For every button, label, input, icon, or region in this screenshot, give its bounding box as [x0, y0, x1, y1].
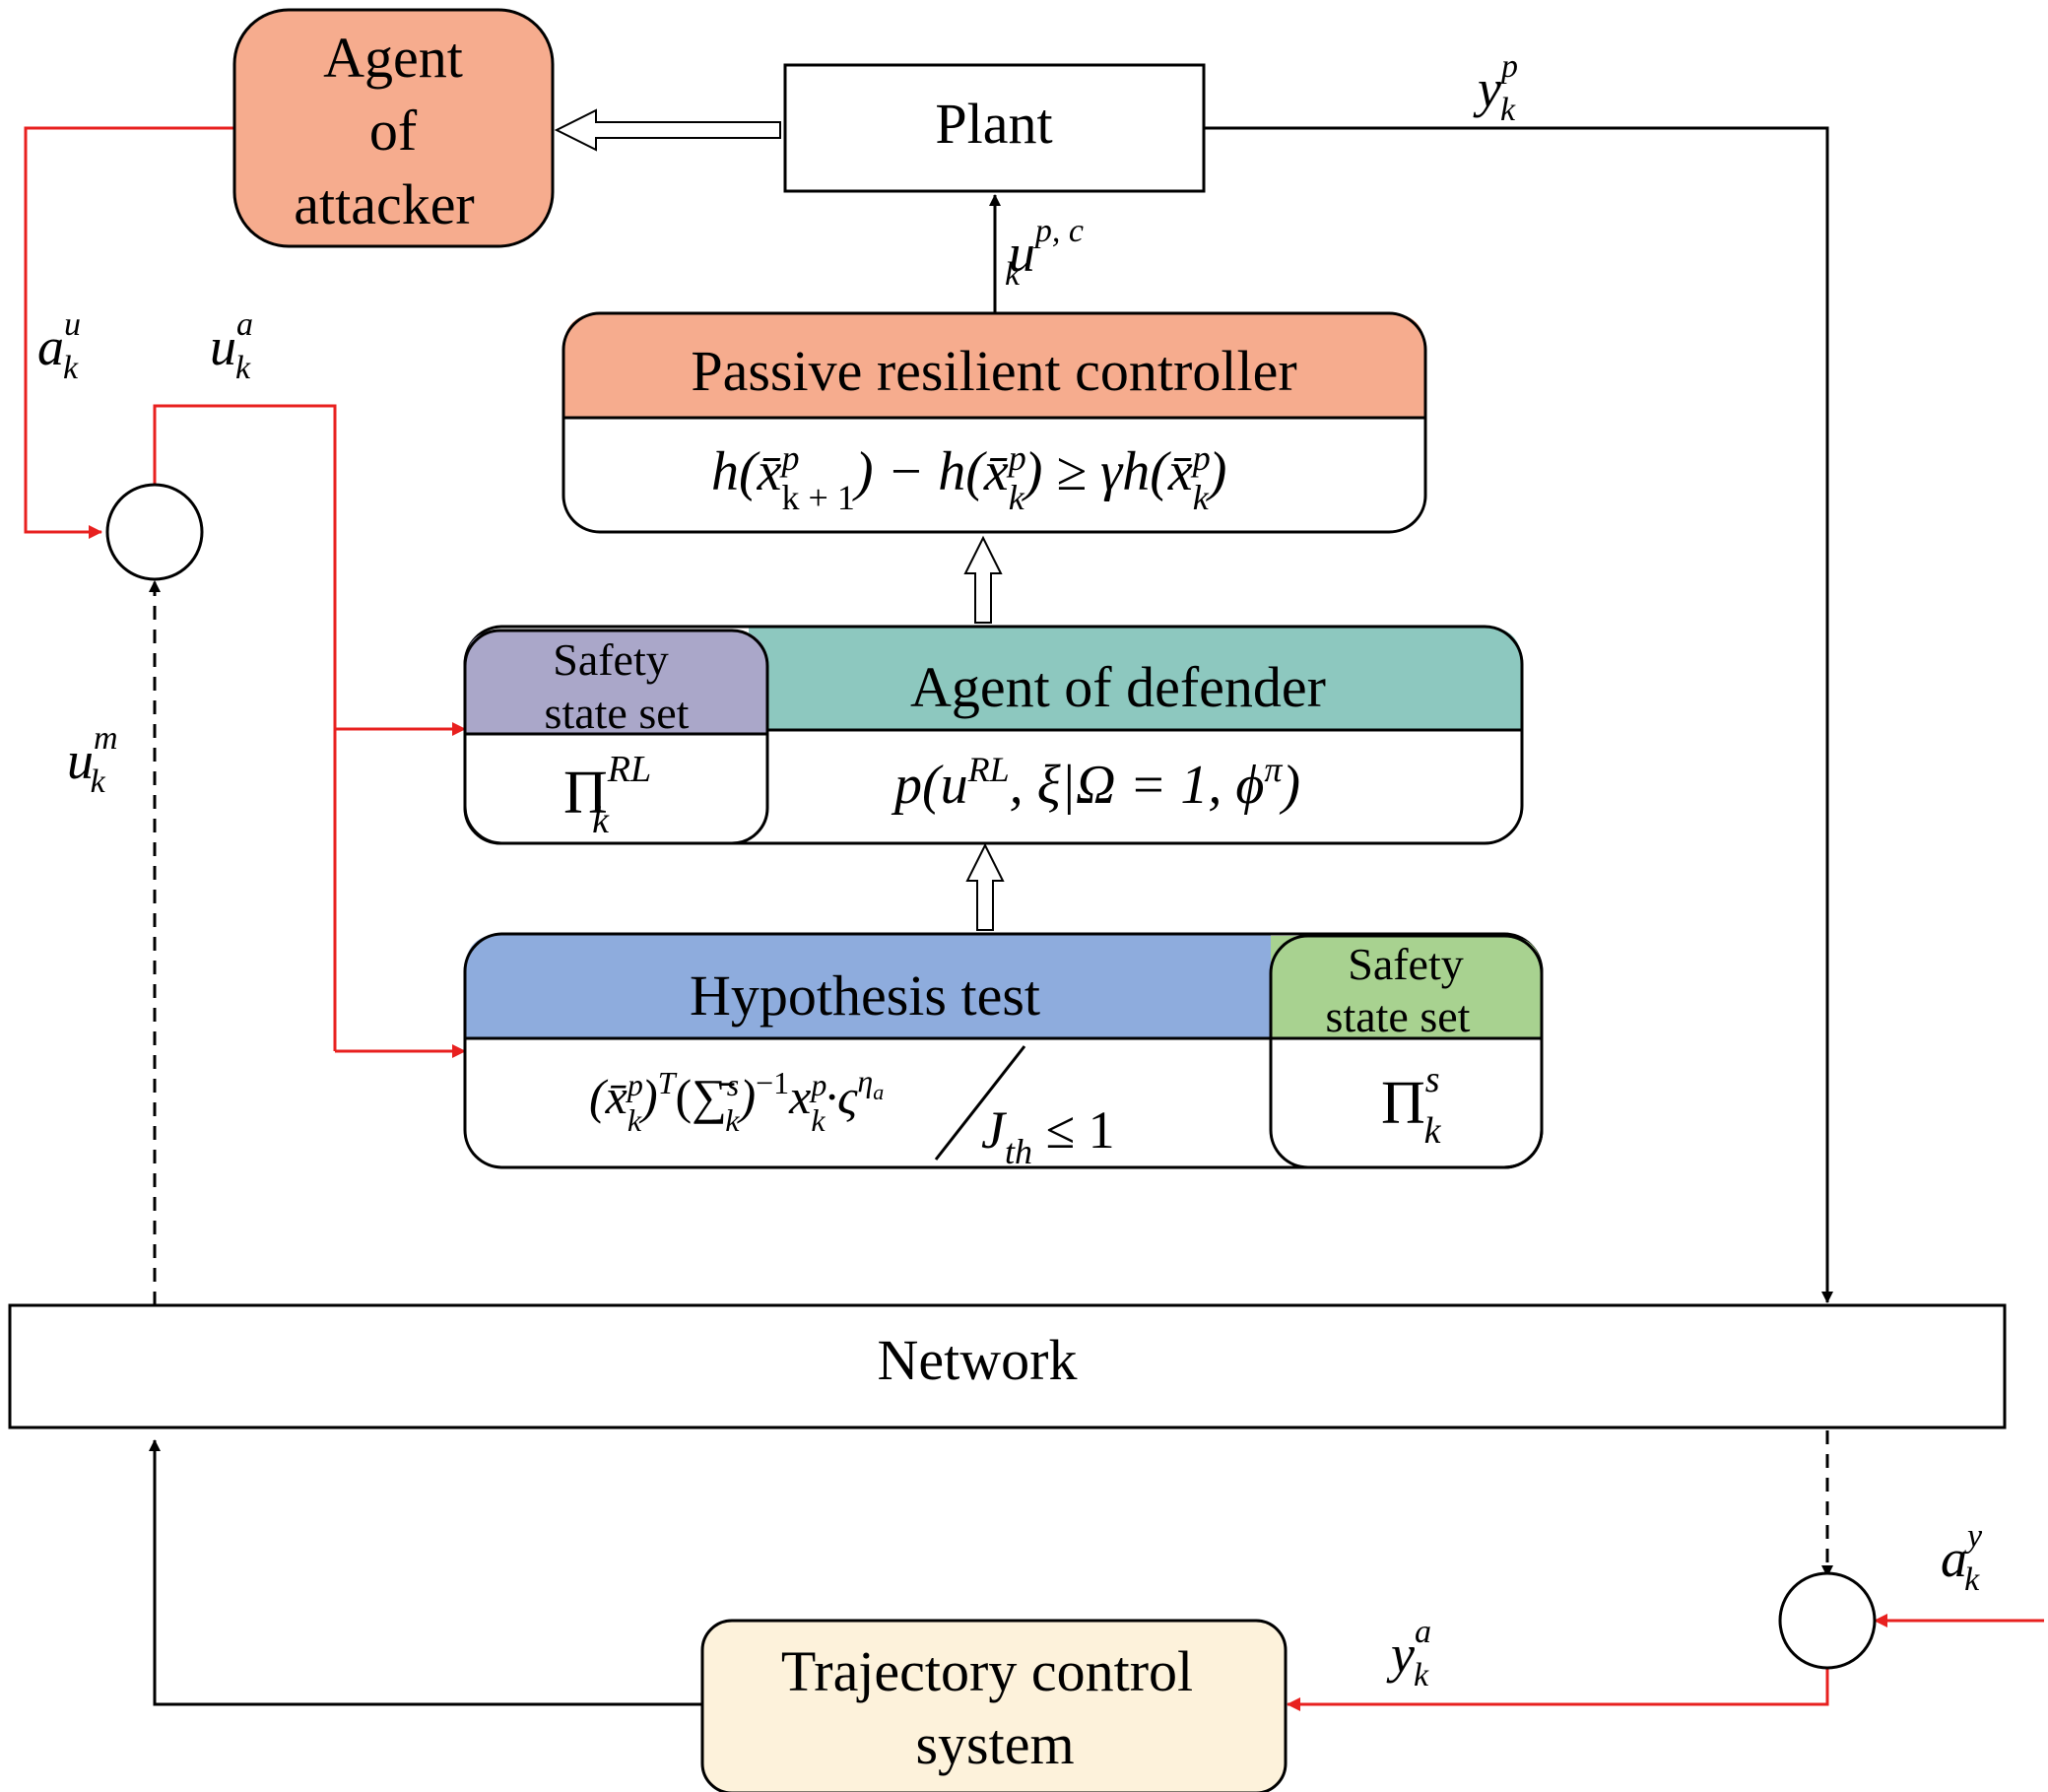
attacker-block: Agent of attacker	[232, 8, 555, 248]
trajectory-label-line1: Trajectory control	[781, 1639, 1193, 1703]
defender-block: Agent of defender p(uRL, ξ|Ω = 1, ϕπ)	[463, 625, 1524, 845]
attacker-label-line1: Agent	[323, 26, 463, 90]
trajectory-block: Trajectory control system	[700, 1619, 1288, 1792]
hypothesis-title: Hypothesis test	[690, 963, 1040, 1028]
attacker-label-line2: of	[369, 99, 418, 163]
safety-set-s-title-line1: Safety	[1348, 939, 1464, 989]
attacker-label-line3: attacker	[294, 172, 475, 236]
plant-block: Plant	[783, 63, 1206, 193]
safety-set-s-title-line2: state set	[1326, 991, 1471, 1041]
safety-set-rl-title-line2: state set	[545, 688, 690, 738]
defender-title: Agent of defender	[910, 655, 1326, 719]
attack-u-line	[24, 126, 234, 539]
safety-set-rl-title-line1: Safety	[553, 634, 669, 685]
defender-formula: p(uRL, ξ|Ω = 1, ϕπ)	[891, 750, 1300, 816]
sum-node-top	[105, 483, 204, 581]
hypothesis-fraction-slash	[934, 1045, 1026, 1161]
y-a-line	[1287, 1665, 1829, 1711]
network-block: Network	[8, 1303, 2007, 1429]
controller-title: Passive resilient controller	[691, 339, 1296, 403]
hypothesis-formula-right: Jth ≤ 1	[981, 1100, 1115, 1171]
plant-output-line	[1204, 126, 1833, 1303]
sum-node-bottom	[1778, 1571, 1877, 1670]
plant-to-attacker-hollow-arrow	[554, 108, 781, 152]
network-label: Network	[878, 1328, 1078, 1392]
trajectory-label-line2: system	[915, 1712, 1074, 1776]
hypothesis-to-defender-hollow-arrow	[965, 842, 1005, 931]
plant-label: Plant	[935, 92, 1052, 156]
trajectory-to-network-line	[149, 1439, 702, 1706]
defender-to-controller-hollow-arrow	[963, 535, 1003, 624]
